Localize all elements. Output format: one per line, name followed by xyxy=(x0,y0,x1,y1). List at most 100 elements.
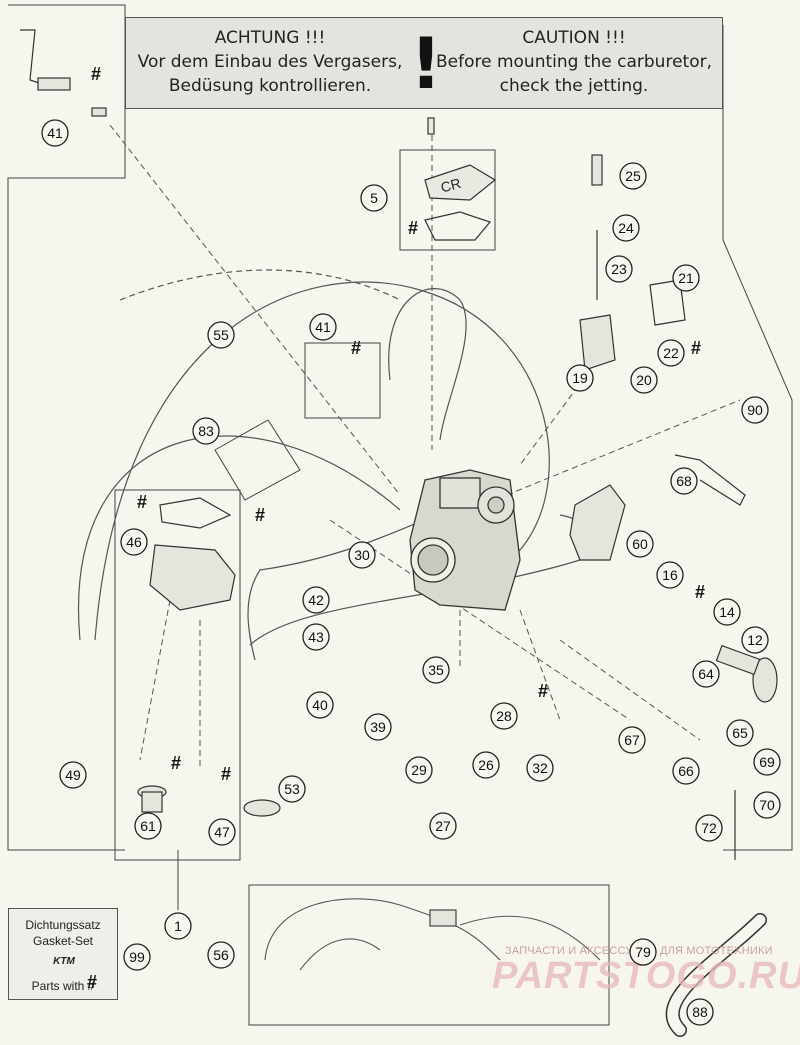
part-callout-41: 41 xyxy=(309,313,337,341)
callout-circle xyxy=(656,561,684,589)
part-callout-39: 39 xyxy=(364,713,392,741)
callout-circle xyxy=(429,812,457,840)
gasket-marker-hash: # xyxy=(408,218,418,238)
caution-banner: ACHTUNG !!! Vor dem Einbau des Vergasers… xyxy=(125,17,723,109)
part-callout-23: 23 xyxy=(605,255,633,283)
callout-number: 49 xyxy=(65,767,81,783)
leader-41-top xyxy=(109,124,401,496)
hose-frame xyxy=(248,884,610,1026)
needle-parts xyxy=(591,154,603,186)
callout-number: 61 xyxy=(140,818,156,834)
gasket-marker-hash: # xyxy=(91,64,101,84)
throttle-wheel xyxy=(752,657,778,703)
gasket-parts-with: Parts with # xyxy=(31,979,95,993)
part-callout-25: 25 xyxy=(619,162,647,190)
callout-circle xyxy=(278,775,306,803)
top-cover-gasket xyxy=(424,211,492,241)
gasket-marker-hash: # xyxy=(137,492,147,512)
callout-circle xyxy=(360,184,388,212)
callout-number: 5 xyxy=(370,190,378,206)
callout-circle xyxy=(208,818,236,846)
callout-number: 65 xyxy=(732,725,748,741)
callout-number: 41 xyxy=(47,125,63,141)
part-callout-29: 29 xyxy=(405,756,433,784)
part-callout-12: 12 xyxy=(741,626,769,654)
callout-circle xyxy=(626,530,654,558)
callout-circle xyxy=(302,586,330,614)
leader-61 xyxy=(139,599,171,761)
callout-circle xyxy=(692,660,720,688)
part-callout-65: 65 xyxy=(726,719,754,747)
callout-number: 12 xyxy=(747,632,763,648)
part-callout-66: 66 xyxy=(672,757,700,785)
leader-90 xyxy=(469,399,741,511)
leader-66 xyxy=(559,639,701,741)
throttle-cover xyxy=(569,484,626,561)
callout-number: 29 xyxy=(411,762,427,778)
pump-diaphragm-cover xyxy=(649,279,686,326)
part-callout-88: 88 xyxy=(686,998,714,1026)
callout-circle xyxy=(629,938,657,966)
callout-circle xyxy=(422,656,450,684)
gasket-set-legend: Dichtungssatz Gasket-Set KTM Parts with … xyxy=(8,908,118,1000)
callout-circle xyxy=(672,757,700,785)
part-callout-21: 21 xyxy=(672,264,700,292)
accelerator-pump xyxy=(579,314,616,371)
part-callout-90: 90 xyxy=(741,396,769,424)
callout-number: 67 xyxy=(624,732,640,748)
callout-number: 32 xyxy=(532,760,548,776)
part-callout-56: 56 xyxy=(207,941,235,969)
gasket-marker-hash: # xyxy=(695,582,705,602)
part-callout-16: 16 xyxy=(656,561,684,589)
callout-circle xyxy=(713,598,741,626)
callout-circle xyxy=(164,912,192,940)
part-callout-70: 70 xyxy=(753,791,781,819)
cover-marking-cr: CR xyxy=(439,175,463,196)
top-left-connector xyxy=(20,29,107,117)
callout-number: 21 xyxy=(678,270,694,286)
part-callout-40: 40 xyxy=(306,691,334,719)
callout-circle xyxy=(526,754,554,782)
gasket-marker-hash: # xyxy=(171,753,181,773)
part-callout-64: 64 xyxy=(692,660,720,688)
part-callout-49: 49 xyxy=(59,761,87,789)
idle-screw-frame xyxy=(214,419,301,501)
gasket-marker-hash: # xyxy=(255,505,265,525)
gasket-line-german: Dichtungssatz xyxy=(25,918,101,932)
callout-number: 42 xyxy=(308,592,324,608)
callout-number: 79 xyxy=(635,944,651,960)
part-callout-28: 28 xyxy=(490,702,518,730)
frame-topleft xyxy=(8,4,126,178)
connector-frame xyxy=(304,342,381,419)
callout-number: 70 xyxy=(759,797,775,813)
gasket-marker-hash: # xyxy=(351,338,361,358)
top-screw xyxy=(427,117,435,135)
callout-circle xyxy=(472,751,500,779)
callout-number: 22 xyxy=(663,345,679,361)
throttle-cable-elbow xyxy=(674,454,746,506)
callout-number: 47 xyxy=(214,824,230,840)
callout-circle xyxy=(364,713,392,741)
part-callout-61: 61 xyxy=(134,812,162,840)
callout-number: 90 xyxy=(747,402,763,418)
callout-number: 68 xyxy=(676,473,692,489)
part-callout-5: 5 xyxy=(360,184,388,212)
callout-number: 56 xyxy=(213,947,229,963)
callout-circle xyxy=(41,119,69,147)
caution-english: CAUTION !!! Before mounting the carburet… xyxy=(435,28,712,96)
callout-circle xyxy=(619,162,647,190)
part-callout-47: 47 xyxy=(208,818,236,846)
throttle-shaft xyxy=(715,644,761,676)
callout-circle xyxy=(741,396,769,424)
callout-number: 53 xyxy=(284,781,300,797)
part-callout-26: 26 xyxy=(472,751,500,779)
callout-circle xyxy=(192,417,220,445)
callout-circle xyxy=(207,941,235,969)
callout-number: 35 xyxy=(428,662,444,678)
callout-number: 41 xyxy=(315,319,331,335)
part-callout-41: 41 xyxy=(41,119,69,147)
frame-right xyxy=(722,25,793,851)
part-callout-35: 35 xyxy=(422,656,450,684)
